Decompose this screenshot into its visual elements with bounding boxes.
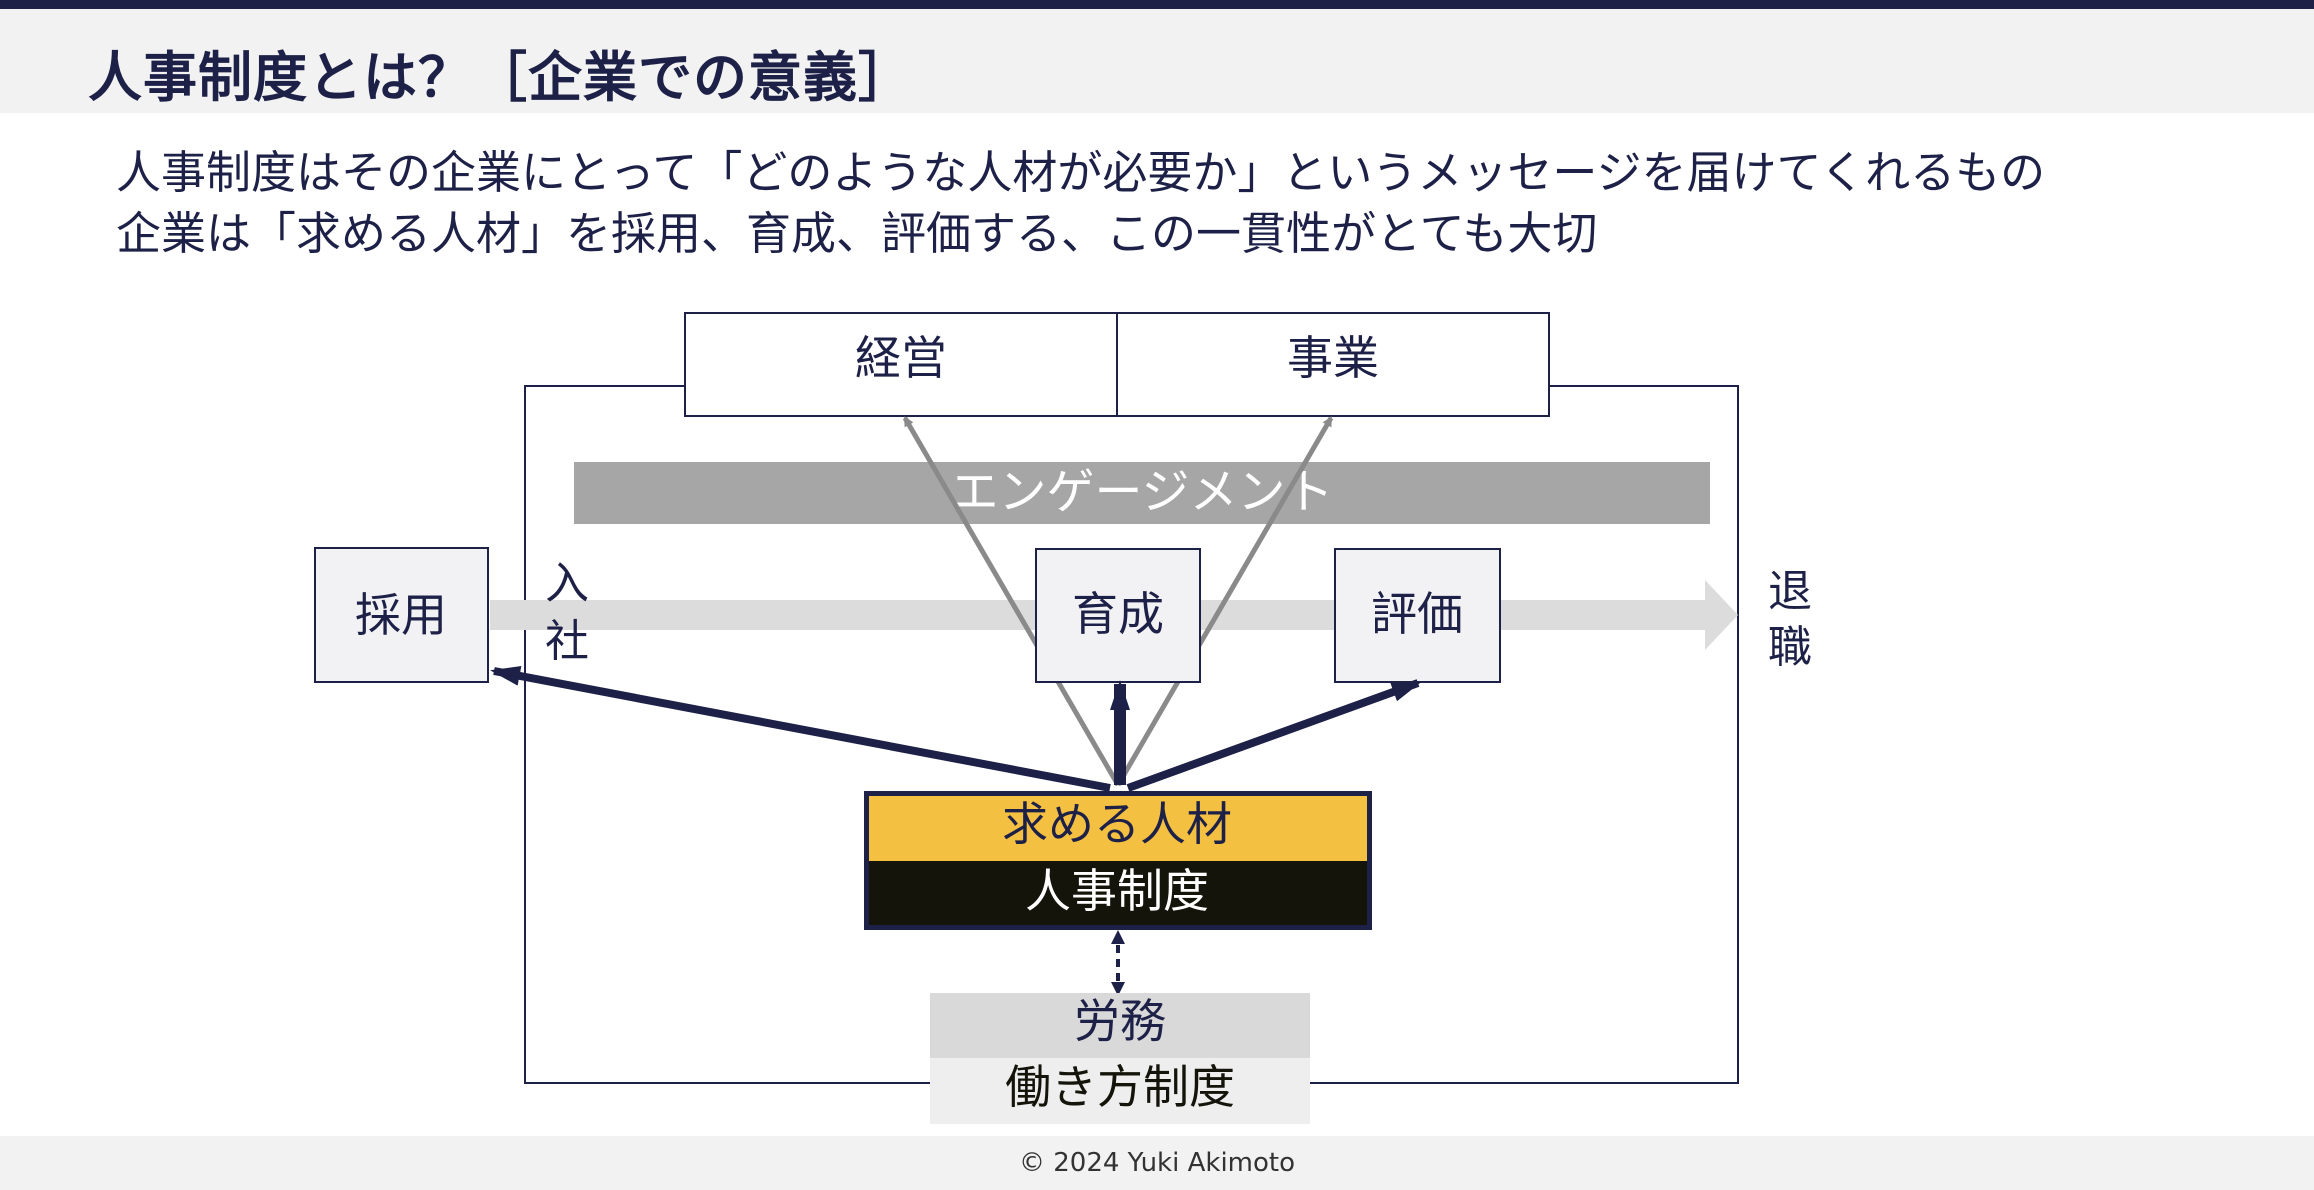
- arrow-to-management: [902, 416, 1121, 787]
- intro-text: 人事制度はその企業にとって「どのような人材が必要か」というメッセージを届けてくれ…: [116, 142, 2045, 264]
- recruit-label: 採用: [355, 588, 447, 642]
- arrow-to-recruit: [490, 666, 1111, 792]
- evaluate-box: [1334, 548, 1501, 683]
- labor-band: [930, 993, 1310, 1058]
- career-flow-arrowhead: [1705, 580, 1738, 650]
- page-title: 人事制度とは？［企業での意義］: [88, 46, 913, 109]
- leave-label-top: 退: [1768, 566, 1812, 617]
- intro-line-2: 企業は「求める人材」を採用、育成、評価する、この一貫性がとても大切: [116, 207, 1598, 260]
- hr-system-band: [869, 861, 1367, 925]
- labor-link-arrowhead-up: [1111, 930, 1125, 944]
- arrow-to-business: [1115, 416, 1334, 787]
- develop-box: [1035, 548, 1201, 683]
- leave-label-bottom: 職: [1768, 622, 1812, 673]
- join-label-top: 入: [545, 558, 589, 609]
- develop-label: 育成: [1072, 587, 1164, 641]
- work-style-label: 働き方制度: [1005, 1060, 1235, 1114]
- header: 人事制度とは？［企業での意義］: [0, 9, 2314, 113]
- engagement-label: エンゲージメント: [950, 464, 1333, 520]
- labor-link-arrowhead-down: [1111, 982, 1125, 996]
- ideal-talent-label: 求める人材: [1002, 797, 1232, 851]
- recruit-box: [314, 547, 489, 683]
- business-box: [1116, 312, 1550, 417]
- join-label-bottom: 社: [545, 616, 589, 667]
- hr-system-label: 人事制度: [1025, 864, 1209, 918]
- management-box: [684, 312, 1118, 417]
- work-style-band: [930, 1058, 1310, 1124]
- arrow-to-evaluate: [1126, 679, 1422, 792]
- footer: © 2024 Yuki Akimoto: [0, 1136, 2314, 1190]
- labor-label: 労務: [1074, 994, 1166, 1048]
- ideal-talent-band: [869, 796, 1367, 861]
- copyright-text: © 2024 Yuki Akimoto: [1018, 1148, 1296, 1178]
- engagement-band: [574, 462, 1710, 524]
- evaluate-label: 評価: [1371, 587, 1463, 641]
- business-label: 事業: [1287, 331, 1379, 385]
- top-accent-bar: [0, 0, 2314, 9]
- management-label: 経営: [855, 331, 947, 385]
- intro-line-1: 人事制度はその企業にとって「どのような人材が必要か」というメッセージを届けてくれ…: [116, 146, 2046, 199]
